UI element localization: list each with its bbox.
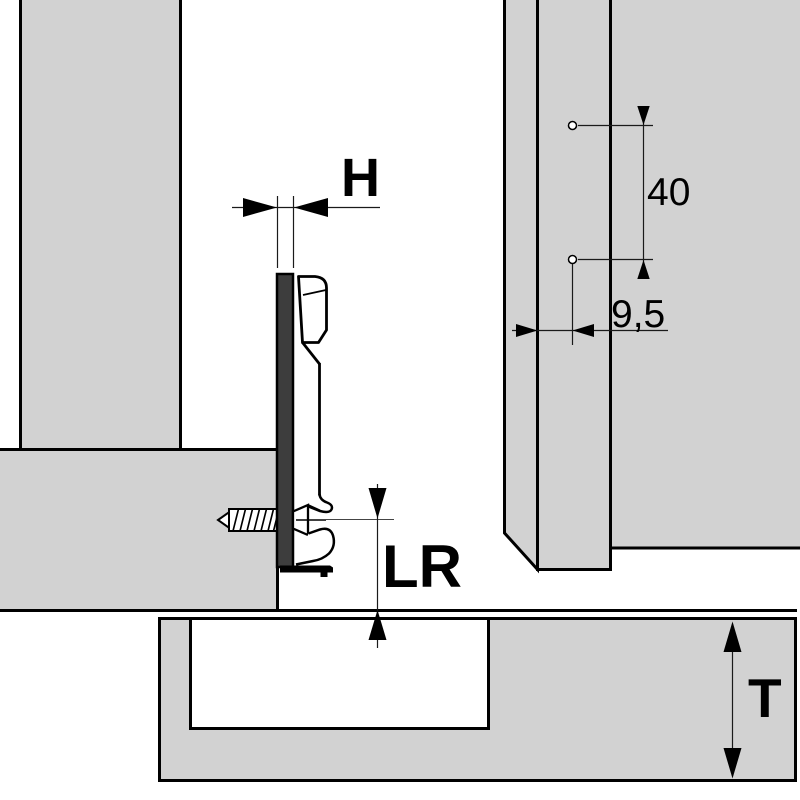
mounting-plate	[275, 272, 394, 577]
dim-9-5-arrow-right-icon	[572, 324, 594, 337]
dim-panel-thickness: T	[723, 621, 782, 779]
drill-hole-top	[567, 120, 578, 131]
door-face-panel	[609, 0, 800, 550]
dim-9-5-label: 9,5	[611, 293, 665, 336]
plate-seat-line-top	[307, 504, 321, 512]
mounting-screw	[216, 508, 279, 532]
dim-h-arrow-left-icon	[243, 198, 277, 217]
dim-hole-edge-distance: 9,5	[512, 264, 668, 345]
dim-40-arrow-bottom-icon	[637, 260, 650, 279]
plate-cam-knob	[295, 527, 336, 566]
dim-lr-arrow-top-icon	[368, 488, 387, 519]
dim-lr-arrow-bottom-icon	[368, 610, 387, 640]
dim-t-label: T	[748, 667, 782, 729]
dim-lr-label: LR	[382, 533, 462, 600]
dim-40-arrow-top-icon	[637, 106, 650, 125]
dim-t-arrow-bottom-icon	[723, 748, 742, 779]
bottom-panel-groove	[189, 617, 490, 730]
drill-hole-bottom	[567, 254, 578, 265]
dim-40-label: 40	[647, 171, 690, 214]
dim-9-5-arrow-left-icon	[516, 324, 538, 337]
plate-web-chamfer	[301, 341, 321, 365]
door-panel	[536, 0, 612, 571]
dim-hole-spacing: 40	[567, 106, 690, 279]
dim-t-arrow-top-icon	[723, 621, 742, 652]
dim-bottom-reference: LR	[368, 484, 462, 648]
mounting-plate-spacer	[275, 272, 295, 569]
dim-h-label: H	[341, 148, 380, 208]
dim-h-arrow-right-icon	[294, 198, 328, 217]
dim-plate-height: H	[232, 148, 380, 268]
cabinet-side-panel	[19, 0, 182, 452]
plate-detail-line	[302, 289, 327, 296]
door-front-edge-strip	[503, 0, 539, 574]
mounting-plate-body	[297, 275, 328, 344]
plate-upper-lug	[308, 493, 334, 514]
plate-hook-foot	[280, 565, 333, 577]
